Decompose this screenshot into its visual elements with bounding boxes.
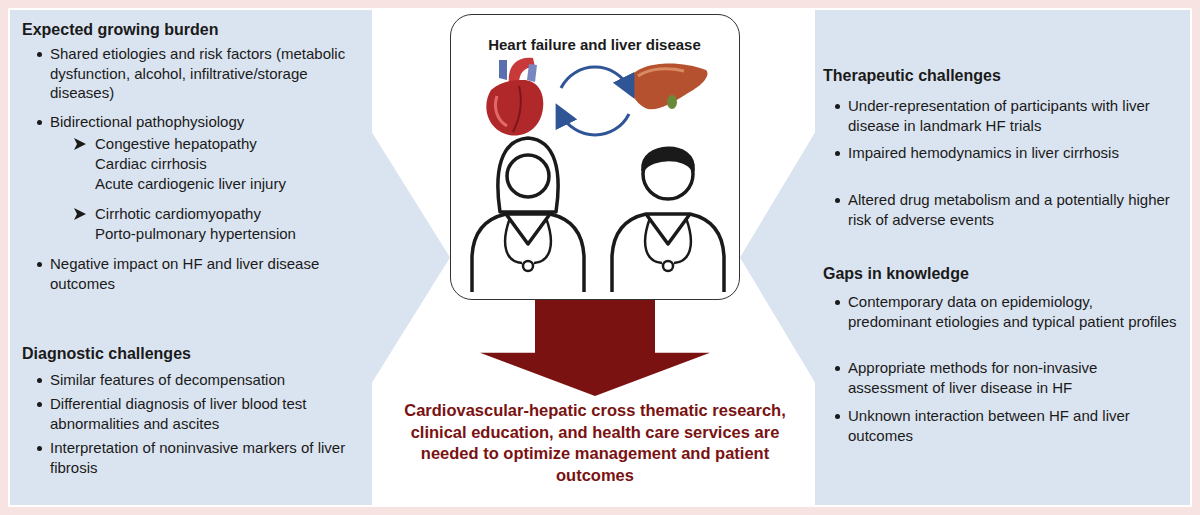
bullet-marker — [37, 378, 42, 383]
bullet-text: Cirrhotic cardiomyopathy — [95, 204, 360, 224]
bullet-text: Cardiac cirrhosis — [95, 154, 360, 174]
bullet-marker — [835, 104, 840, 109]
bullet-marker — [835, 300, 840, 305]
text-panel: Expected growing burdenShared etiologies… — [10, 10, 372, 505]
section-heading: Gaps in knowledge — [823, 264, 1173, 284]
conclusion-box: Cardiovascular-hepatic cross thematic re… — [400, 400, 790, 498]
bullet-text: Contemporary data on epidemiology, predo… — [848, 292, 1178, 331]
bullet-marker — [835, 366, 840, 371]
bullet-text: Impaired hemodynamics in liver cirrhosis — [848, 143, 1178, 163]
bullet-text: Altered drug metabolism and a potentiall… — [848, 190, 1178, 229]
arrow-bullet — [73, 207, 87, 221]
arrow-bullet — [73, 137, 87, 151]
bullet-text: Differential diagnosis of liver blood te… — [50, 394, 355, 433]
bullet-marker — [37, 52, 42, 57]
bullet-marker — [835, 151, 840, 156]
bullet-text: Under-representation of participants wit… — [848, 96, 1178, 135]
bullet-marker — [37, 402, 42, 407]
bullet-marker — [37, 120, 42, 125]
bullet-marker — [37, 446, 42, 451]
text-panel: Therapeutic challengesUnder-representati… — [815, 10, 1190, 505]
conclusion-text: Cardiovascular-hepatic cross thematic re… — [400, 400, 790, 486]
block-arrow — [372, 133, 450, 383]
section-heading: Expected growing burden — [22, 20, 362, 40]
bullet-text: Bidirectional pathophysiology — [50, 112, 355, 132]
bullet-marker — [835, 198, 840, 203]
bullet-text: Interpretation of noninvasive markers of… — [50, 438, 355, 477]
arrow-bullet-shape — [74, 138, 86, 150]
block-arrow — [740, 133, 815, 383]
bullet-text: Congestive hepatopathy — [95, 134, 360, 154]
box-title: Heart failure and liver disease — [451, 35, 738, 55]
bullet-text: Porto-pulmonary hypertension — [95, 224, 360, 244]
bullet-marker — [37, 262, 42, 267]
bullet-text: Shared etiologies and risk factors (meta… — [50, 44, 355, 103]
arrow-bullet-shape — [74, 208, 86, 220]
section-heading: Therapeutic challenges — [823, 66, 1173, 86]
bullet-text: Negative impact on HF and liver disease … — [50, 254, 355, 293]
block-arrow — [480, 300, 710, 396]
bullet-text: Appropriate methods for non-invasive ass… — [848, 358, 1178, 397]
bullet-text: Unknown interaction between HF and liver… — [848, 406, 1178, 445]
bullet-text: Similar features of decompensation — [50, 370, 355, 390]
bullet-marker — [835, 414, 840, 419]
bullet-text: Acute cardiogenic liver injury — [95, 174, 360, 194]
central-box: Heart failure and liver disease — [450, 14, 740, 300]
section-heading: Diagnostic challenges — [22, 344, 362, 364]
